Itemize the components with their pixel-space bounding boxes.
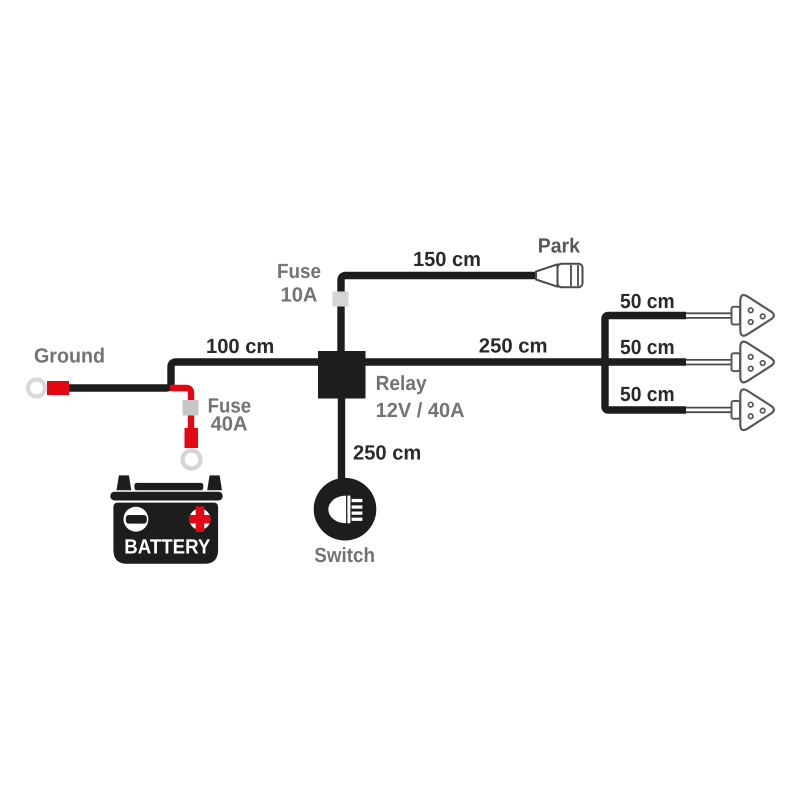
- svg-text:50 cm: 50 cm: [620, 336, 675, 359]
- svg-text:40A: 40A: [211, 413, 248, 436]
- svg-text:50 cm: 50 cm: [620, 290, 675, 313]
- svg-text:Fuse: Fuse: [277, 260, 321, 283]
- svg-text:250 cm: 250 cm: [353, 442, 421, 465]
- svg-text:10A: 10A: [281, 284, 318, 307]
- svg-text:100 cm: 100 cm: [206, 335, 274, 358]
- svg-text:50 cm: 50 cm: [620, 383, 675, 406]
- svg-text:150 cm: 150 cm: [413, 248, 481, 271]
- svg-text:Relay: Relay: [376, 372, 428, 395]
- svg-text:Switch: Switch: [314, 544, 375, 567]
- svg-text:Fuse: Fuse: [208, 395, 252, 418]
- svg-text:Ground: Ground: [34, 345, 105, 368]
- svg-text:BATTERY: BATTERY: [124, 536, 210, 559]
- svg-text:Park: Park: [538, 234, 581, 257]
- svg-text:12V / 40A: 12V / 40A: [376, 399, 465, 422]
- svg-text:250 cm: 250 cm: [479, 335, 548, 358]
